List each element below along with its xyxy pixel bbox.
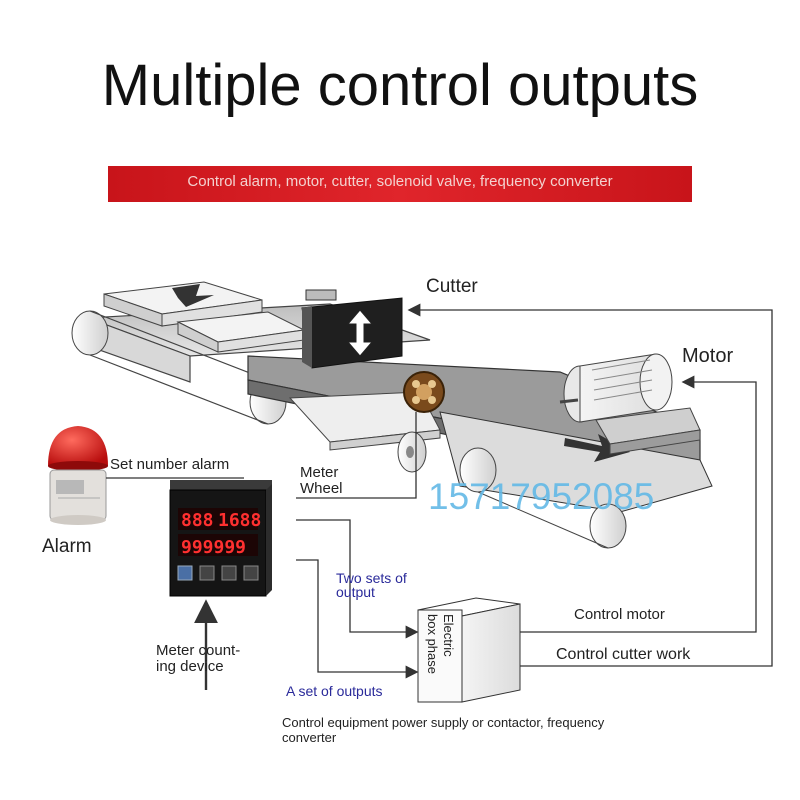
cutter-label: Cutter — [426, 276, 478, 297]
meter-counting-device-label-line2: ing device — [156, 658, 224, 675]
motor-graphic — [559, 353, 701, 455]
electric-box-label: Electric box phase — [425, 612, 498, 692]
counter-device-graphic: 888 1688 999999 — [169, 480, 272, 597]
paper-stack-left — [103, 281, 263, 327]
page-title: Multiple control outputs — [101, 53, 699, 118]
meter-wheel-label-line1: Meter — [300, 464, 339, 481]
control-motor-label: Control motor — [574, 606, 665, 623]
one-set-output-label: A set of outputs — [286, 683, 383, 699]
cutter-graphic — [301, 289, 403, 369]
motor-label: Motor — [682, 345, 734, 367]
electric-box-label-line1: Electric — [441, 614, 456, 657]
display-row1-right: 1688 — [218, 510, 261, 531]
set-number-alarm-label: Set number alarm — [110, 456, 230, 473]
alarm-label: Alarm — [42, 536, 92, 557]
two-sets-output-label-line2: output — [336, 584, 375, 600]
footer-note-line1: Control equipment power supply or contac… — [282, 715, 605, 730]
alarm-lamp-graphic — [48, 426, 108, 525]
electric-box-graphic — [417, 597, 521, 703]
display-row2: 999999 — [181, 537, 246, 558]
footer-note-line2: converter — [282, 730, 337, 745]
meter-wheel-label-line2: Wheel — [300, 480, 343, 497]
control-cutter-work-label: Control cutter work — [556, 646, 691, 663]
watermark-phone: 15717952085 — [428, 476, 655, 517]
connection-lines — [106, 303, 773, 690]
meter-wheel-graphic — [397, 371, 445, 473]
electric-box-label-line2: box phase — [425, 614, 440, 674]
display-row1-left: 888 — [181, 510, 214, 531]
feature-banner: Control alarm, motor, cutter, solenoid v… — [108, 166, 692, 202]
meter-counting-device-label-line1: Meter count- — [156, 642, 241, 659]
two-sets-output-label-line1: Two sets of — [336, 570, 407, 586]
